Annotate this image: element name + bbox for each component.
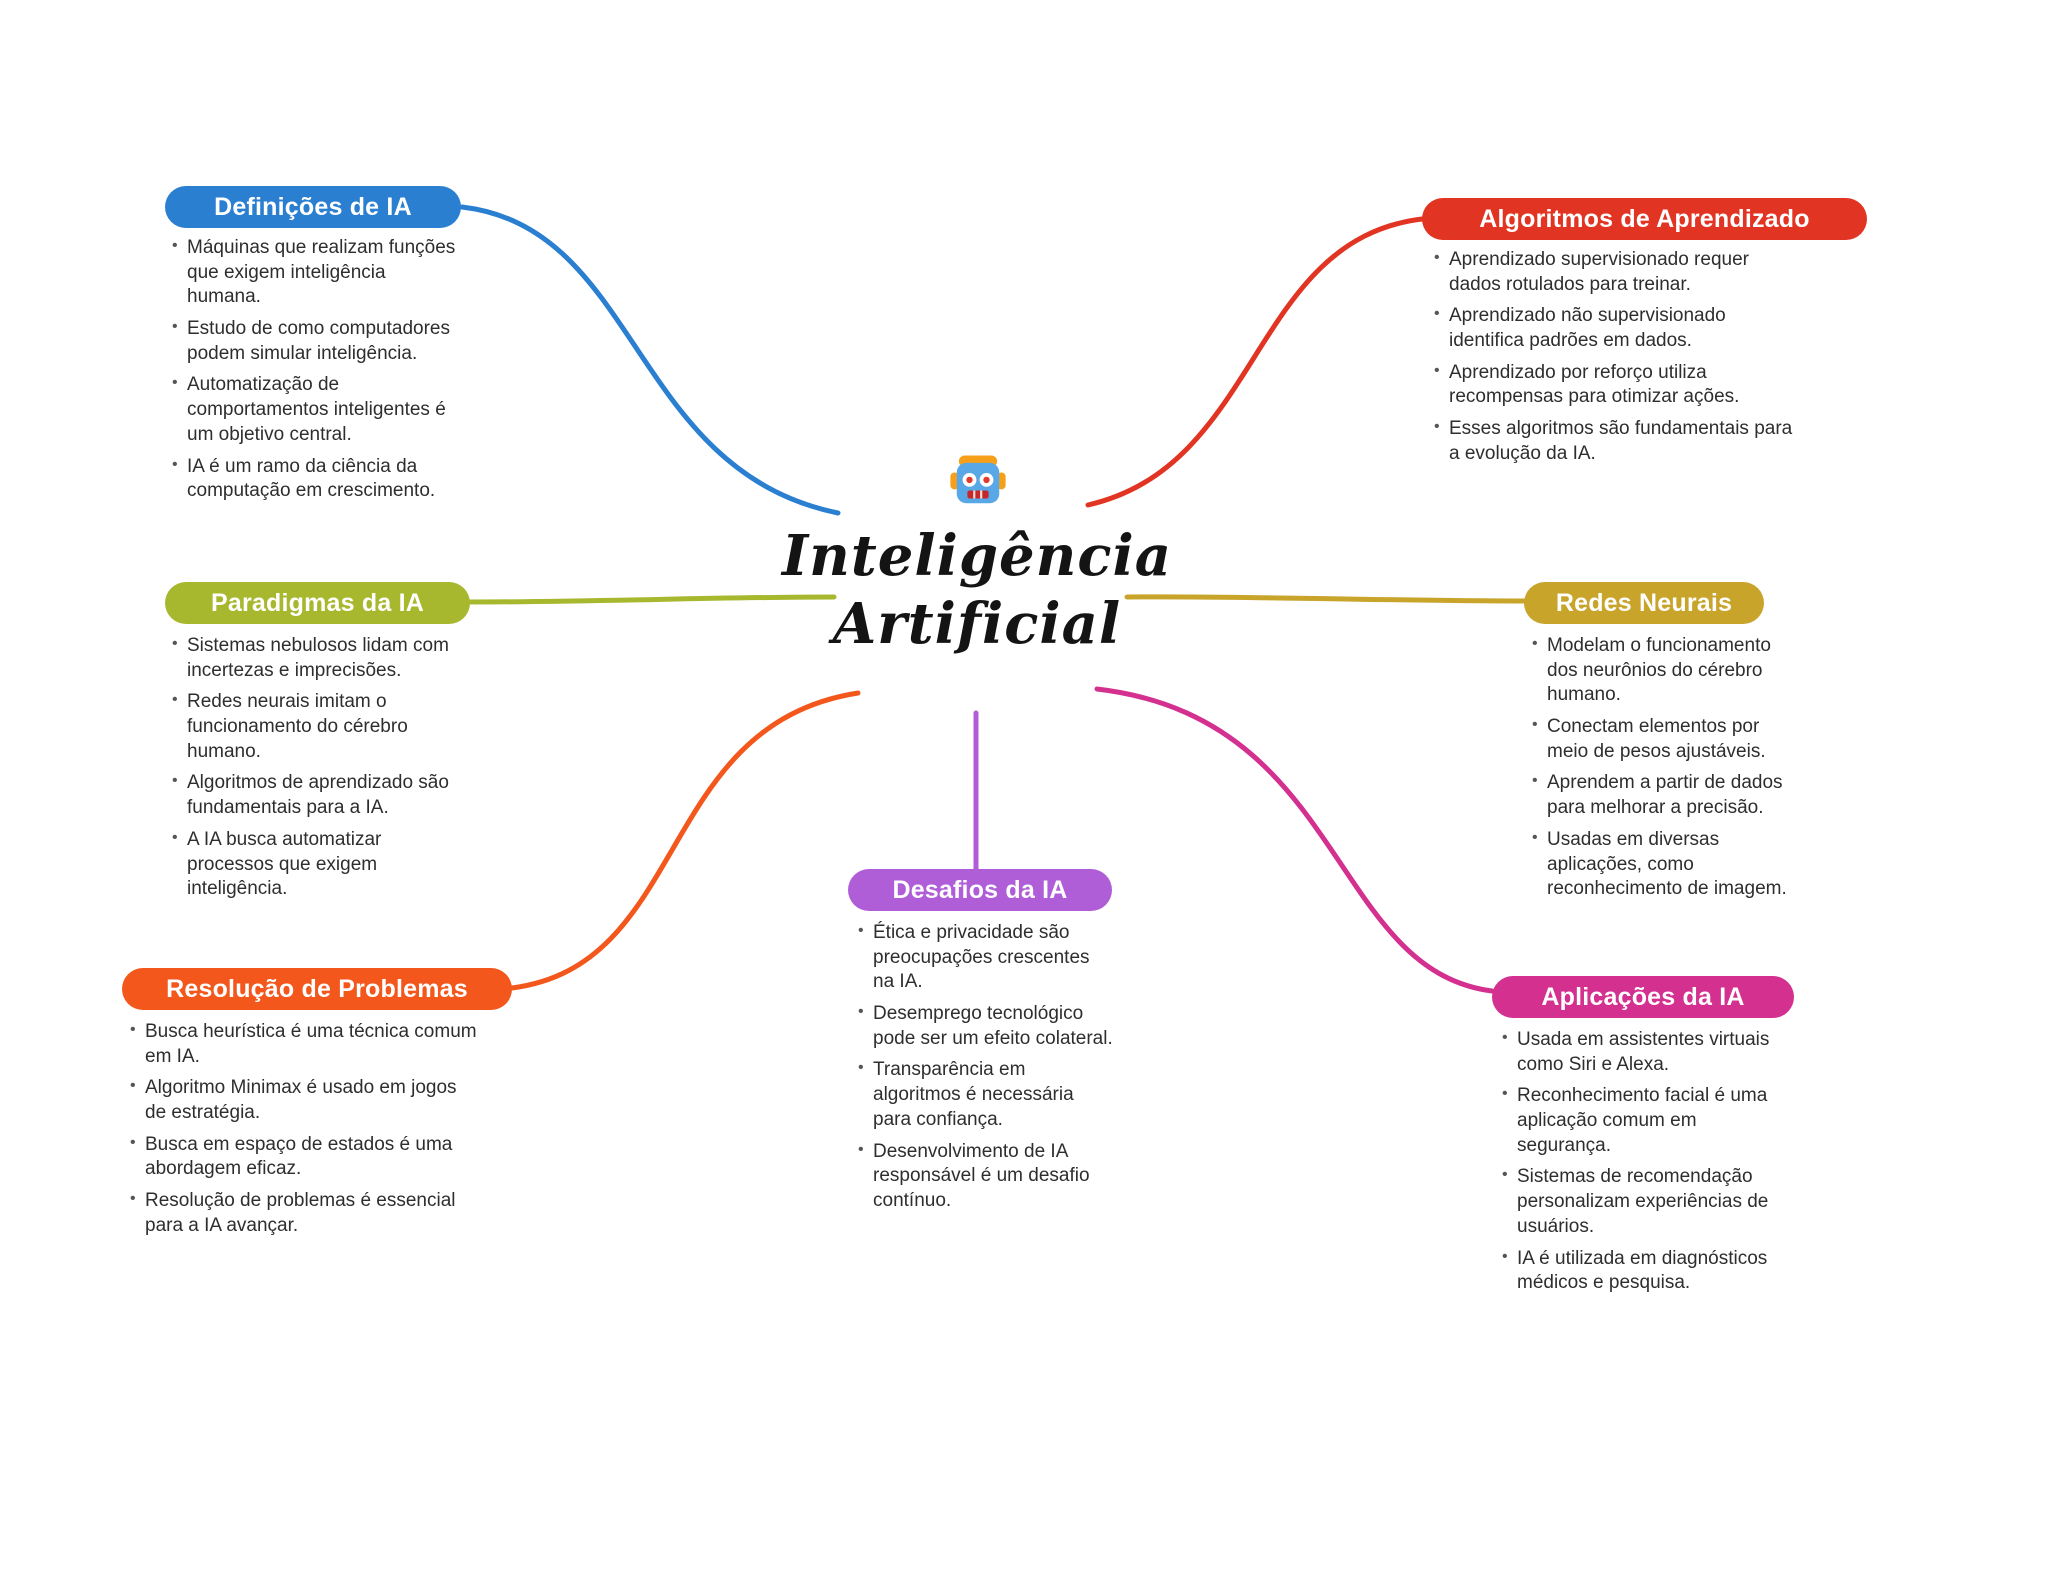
- bullet-item: Modelam o funcionamento dos neurônios do…: [1530, 634, 1792, 708]
- bullet-item: Ética e privacidade são preocupações cre…: [856, 921, 1114, 995]
- branch-pill-algoritmos-de-aprendizado[interactable]: Algoritmos de Aprendizado: [1422, 198, 1867, 240]
- bullet-item: Busca em espaço de estados é uma abordag…: [128, 1133, 480, 1182]
- bullet-item: Sistemas de recomendação personalizam ex…: [1500, 1165, 1775, 1239]
- bullet-item: Sistemas nebulosos lidam com incertezas …: [170, 634, 452, 683]
- bullet-item: A IA busca automatizar processos que exi…: [170, 828, 452, 902]
- bullet-item: Automatização de comportamentos intelige…: [170, 373, 462, 447]
- bullet-item: Aprendem a partir de dados para melhorar…: [1530, 771, 1792, 820]
- bullet-item: Usada em assistentes virtuais como Siri …: [1500, 1028, 1775, 1077]
- branch-pill-desafios-da-ia[interactable]: Desafios da IA: [848, 869, 1112, 911]
- robot-icon: [950, 455, 1006, 504]
- bullet-item: Reconhecimento facial é uma aplicação co…: [1500, 1084, 1775, 1158]
- bullet-item: Busca heurística é uma técnica comum em …: [128, 1020, 480, 1069]
- branch-pill-definicoes-ia[interactable]: Definições de IA: [165, 186, 461, 228]
- bullet-item: Usadas em diversas aplicações, como reco…: [1530, 828, 1792, 902]
- bullet-item: Conectam elementos por meio de pesos aju…: [1530, 715, 1792, 764]
- connector-algoritmos-de-aprendizado: [1085, 216, 1425, 508]
- bullet-item: Esses algoritmos são fundamentais para a…: [1432, 417, 1800, 466]
- bullet-item: Aprendizado por reforço utiliza recompen…: [1432, 361, 1800, 410]
- bullet-item: Desemprego tecnológico pode ser um efeit…: [856, 1002, 1114, 1051]
- branch-bullets-definicoes-ia: Máquinas que realizam funções que exigem…: [170, 236, 462, 511]
- connector-definicoes: [459, 204, 841, 516]
- bullet-item: Algoritmos de aprendizado são fundamenta…: [170, 771, 452, 820]
- bullet-item: Desenvolvimento de IA responsável é um d…: [856, 1140, 1114, 1214]
- branch-pill-redes-neurais[interactable]: Redes Neurais: [1524, 582, 1764, 624]
- bullet-item: Estudo de como computadores podem simula…: [170, 317, 462, 366]
- connector-resolucao-de-problemas: [509, 690, 861, 991]
- bullet-item: Resolução de problemas é essencial para …: [128, 1189, 480, 1238]
- bullet-item: Aprendizado não supervisionado identific…: [1432, 304, 1800, 353]
- branch-bullets-paradigmas-da-ia: Sistemas nebulosos lidam com incertezas …: [170, 634, 452, 909]
- branch-bullets-desafios-da-ia: Ética e privacidade são preocupações cre…: [856, 921, 1114, 1221]
- branch-pill-aplicacoes-da-ia[interactable]: Aplicações da IA: [1492, 976, 1794, 1018]
- bullet-item: IA é utilizada em diagnósticos médicos e…: [1500, 1247, 1775, 1296]
- branch-bullets-redes-neurais: Modelam o funcionamento dos neurônios do…: [1530, 634, 1792, 909]
- connector-aplicacoes-da-ia: [1094, 686, 1495, 994]
- bullet-item: Transparência em algoritmos é necessária…: [856, 1058, 1114, 1132]
- bullet-item: Redes neurais imitam o funcionamento do …: [170, 690, 452, 764]
- branch-bullets-aplicacoes-da-ia: Usada em assistentes virtuais como Siri …: [1500, 1028, 1775, 1303]
- branch-pill-paradigmas-da-ia[interactable]: Paradigmas da IA: [165, 582, 470, 624]
- bullet-item: Algoritmo Minimax é usado em jogos de es…: [128, 1076, 480, 1125]
- bullet-item: Aprendizado supervisionado requer dados …: [1432, 248, 1800, 297]
- bullet-item: IA é um ramo da ciência da computação em…: [170, 455, 462, 504]
- branch-pill-resolucao-de-problemas[interactable]: Resolução de Problemas: [122, 968, 512, 1010]
- branch-bullets-resolucao-de-problemas: Busca heurística é uma técnica comum em …: [128, 1020, 480, 1246]
- bullet-item: Máquinas que realizam funções que exigem…: [170, 236, 462, 310]
- center-title-line2: Artificial: [832, 591, 1122, 658]
- center-topic[interactable]: Inteligência Artificial: [727, 522, 1227, 659]
- center-title-line1: Inteligência: [781, 523, 1173, 589]
- branch-bullets-algoritmos-de-aprendizado: Aprendizado supervisionado requer dados …: [1432, 248, 1800, 474]
